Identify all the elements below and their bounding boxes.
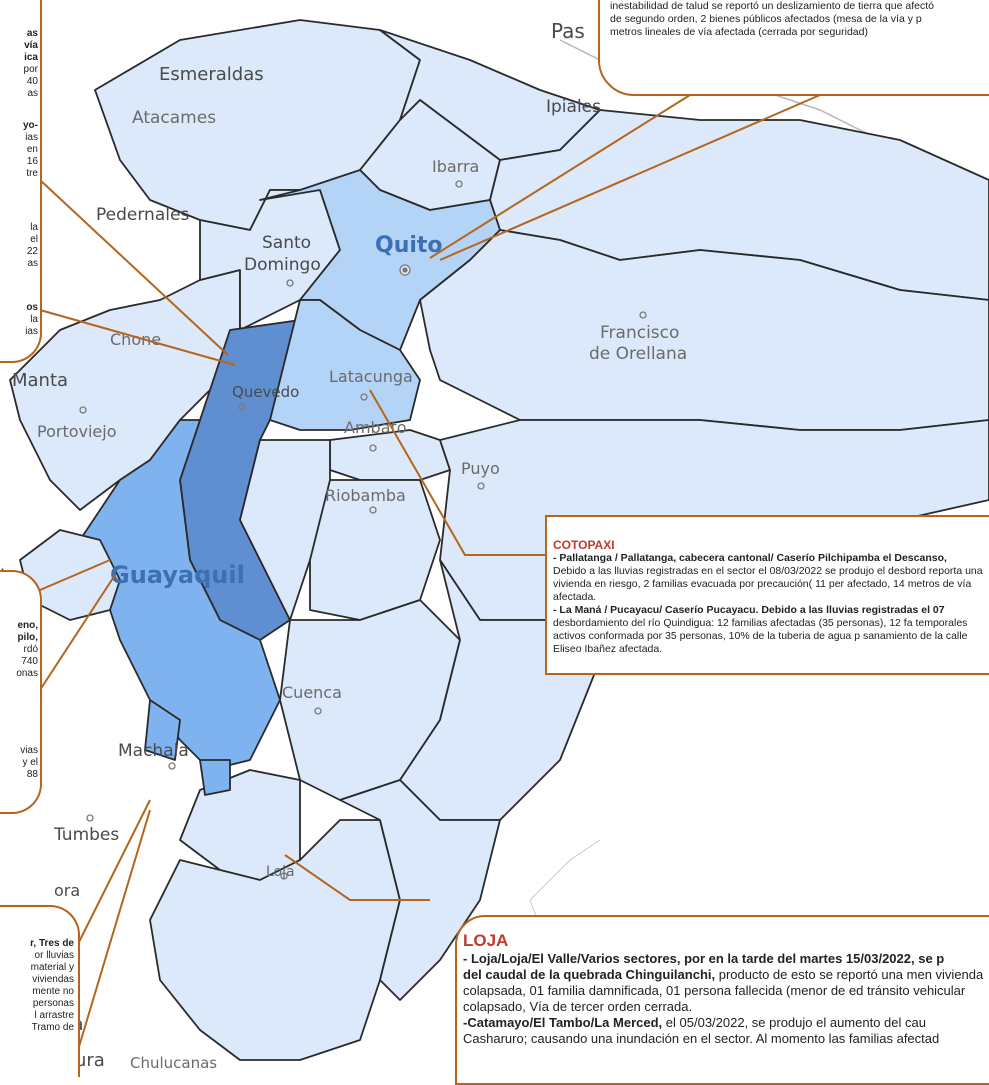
label-quevedo: Quevedo [232,383,299,401]
label-loja: Loja [266,864,295,880]
loja-item-2-text: -Catamayo/El Tambo/La Merced, el 05/03/2… [463,1015,940,1046]
island-puna [199,759,231,796]
label-fragment-ora: ora [54,881,80,900]
label-latacunga: Latacunga [329,367,413,386]
label-esmeraldas: Esmeraldas [159,64,264,85]
left-callout-top [0,0,42,363]
left-fragment-1: as vía ica por 40 as [23,28,38,99]
cotopaxi-item-2-heading: - La Maná / Pucayacu/ Caserío Pucayacu. … [553,604,945,616]
province-bolivar [239,439,331,621]
label-puyo: Puyo [461,459,500,478]
label-santo-domingo-1: Santo [262,233,311,253]
left-fragment-6: vias y el 88 [20,745,38,780]
left-fragment-7: r, Tres de or lluvias material y viviend… [30,938,74,1033]
label-fragment-ura: ura [75,1050,105,1070]
cotopaxi-item-1-text: Debido a las lluvias registradas en el s… [553,565,983,603]
loja-title: LOJA [463,931,509,950]
label-ambato: Ambato [344,418,407,437]
province-cotopaxi [269,299,421,431]
label-ibarra: Ibarra [432,157,479,176]
left-fragment-4: os la ias [25,302,38,337]
left-fragment-3: la el 22 as [26,222,38,269]
left-callout-bottom [0,905,80,1077]
label-chulucanas: Chulucanas [130,1054,217,1070]
loja-item-1-text: del caudal de la quebrada Chinguilanchi,… [463,967,984,1014]
province-tungurahua [329,429,451,481]
pichincha-callout: inestabilidad de talud se reportó un des… [598,0,989,96]
pichincha-line-1: inestabilidad de talud se reportó un des… [610,0,934,12]
pichincha-line-2: de segundo orden, 2 bienes públicos afec… [610,13,922,25]
cotopaxi-title: COTOPAXI [553,538,615,552]
label-atacames: Atacames [132,108,216,128]
label-pasto: Pas [551,19,585,43]
label-machala: Machala [118,741,189,761]
label-francisco-1: Francisco [600,323,679,343]
label-cuenca: Cuenca [282,683,342,702]
loja-item-1-heading: - Loja/Loja/El Valle/Varios sectores, po… [463,951,945,966]
label-tumbes: Tumbes [53,825,119,845]
city-markers [79,180,647,880]
label-pedernales: Pedernales [96,205,189,225]
cotopaxi-callout: COTOPAXI - Pallatanga / Pallatanga, cabe… [545,515,989,675]
leader-lines [39,94,821,1061]
label-ipiales: Ipiales [546,97,601,117]
cotopaxi-item-2-text: desbordamiento del río Quindigua: 12 fam… [553,617,968,655]
left-fragment-2: yo- ias en 16 tre [23,120,38,179]
island-gulf [144,699,181,761]
cotopaxi-item-1-heading: - Pallatanga / Pallatanga, cabecera cant… [553,552,947,564]
label-chone: Chone [110,330,161,349]
label-riobamba: Riobamba [325,486,406,505]
place-labels: Pas Esmeraldas Atacames Ipiales Ibarra P… [0,19,687,1070]
label-manta: Manta [12,370,68,391]
label-portoviejo: Portoviejo [37,422,117,441]
label-guayaquil: Guayaquil [110,561,245,589]
label-francisco-2: de Orellana [589,344,687,364]
loja-callout: LOJA - Loja/Loja/El Valle/Varios sectore… [455,915,989,1085]
left-fragment-5: eno, pilo, rdó 740 onas [16,620,38,679]
province-loja [149,819,401,1061]
label-quito: Quito [375,233,443,258]
province-zamora [339,779,501,1001]
label-santo-domingo-2: Domingo [244,255,321,275]
pichincha-line-3: metros lineales de vía afectada (cerrada… [610,26,868,38]
